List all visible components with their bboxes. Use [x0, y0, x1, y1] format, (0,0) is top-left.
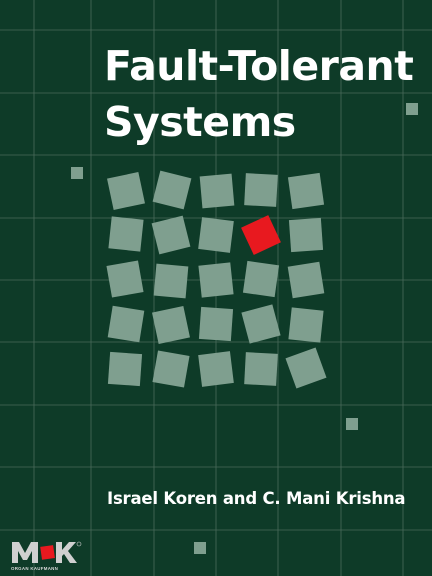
square-tile [288, 217, 324, 253]
mk-logo-icon [12, 541, 82, 563]
square-tile [108, 216, 144, 252]
square-tile [242, 260, 280, 298]
square-tile [287, 261, 325, 299]
square-tile [152, 170, 192, 210]
square-tile [107, 351, 143, 387]
square-tile [287, 172, 325, 210]
logo-letter-m [12, 542, 38, 563]
square-tile [107, 305, 145, 343]
square-tile [198, 217, 234, 253]
small-square-tile [346, 418, 358, 430]
publisher-logo: ORGAN KAUFMANN [10, 538, 82, 576]
logo-subtitle: ORGAN KAUFMANN [11, 566, 59, 571]
title-line-2: Systems [104, 98, 296, 146]
square-tile [285, 347, 327, 389]
square-tile [244, 352, 278, 386]
author-names: Israel Koren and C. Mani Krishna [107, 489, 406, 508]
small-square-tile [406, 103, 418, 115]
red-square-tile [241, 215, 281, 255]
logo-square [40, 545, 55, 560]
square-tile [152, 350, 190, 388]
square-tile [198, 306, 234, 342]
small-square-tile [194, 542, 206, 554]
book-title: Fault-Tolerant Systems [104, 38, 414, 150]
title-line-1: Fault-Tolerant [104, 42, 414, 90]
square-tile [106, 260, 144, 298]
registered-mark [76, 541, 82, 547]
square-tile [152, 306, 190, 344]
logo-letter-k [56, 542, 77, 563]
square-tile [241, 304, 281, 344]
square-tile [198, 351, 234, 387]
square-tile [198, 262, 234, 298]
square-tile [288, 307, 324, 343]
square-tile [151, 215, 191, 255]
square-tile [199, 173, 235, 209]
square-tile [107, 172, 145, 210]
tile-grid [106, 170, 327, 389]
scattered-squares [71, 103, 418, 554]
square-tile [244, 173, 278, 207]
small-square-tile [71, 167, 83, 179]
square-tile [153, 263, 189, 299]
